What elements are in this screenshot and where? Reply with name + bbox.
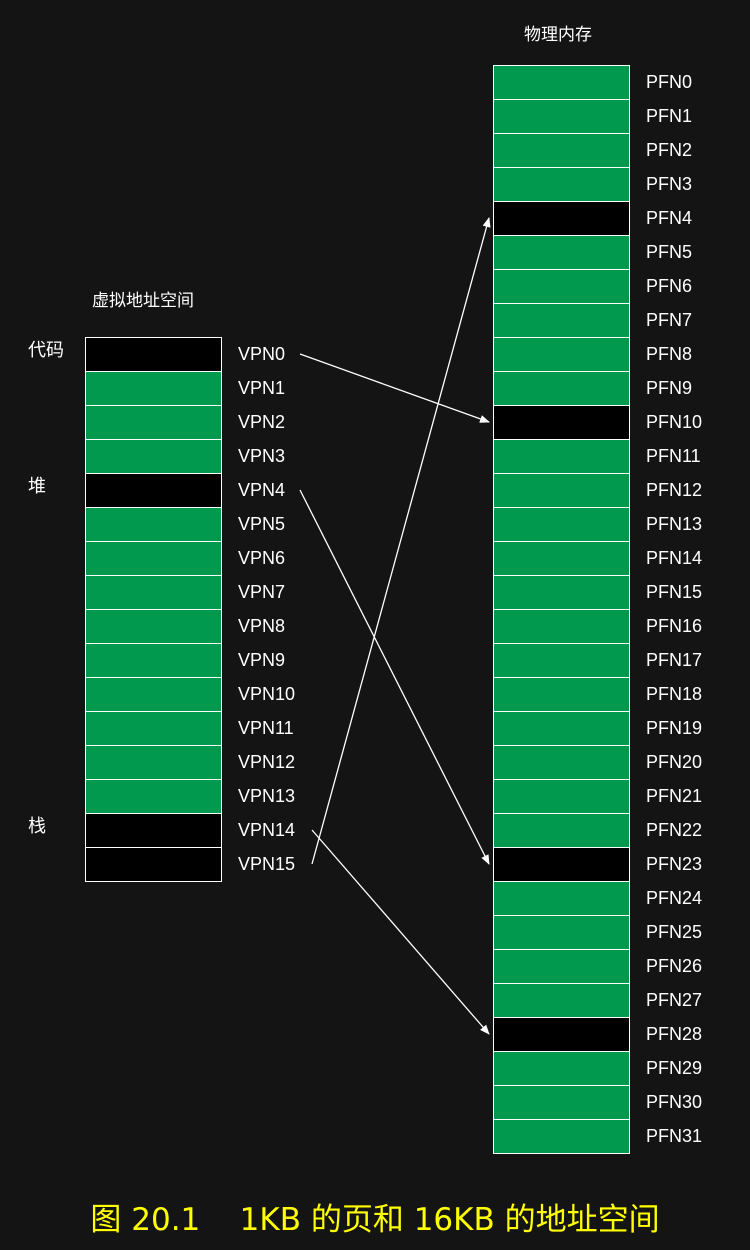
physical-frame-29 xyxy=(493,1051,630,1086)
pfn-label: PFN29 xyxy=(646,1058,703,1078)
pfn-label: PFN10 xyxy=(646,412,703,432)
segment-label: 代码 xyxy=(28,340,64,361)
pfn-label: PFN22 xyxy=(646,820,703,840)
pfn-label: PFN15 xyxy=(646,582,703,602)
vpn-label: VPN1 xyxy=(238,378,286,398)
pfn-label: PFN28 xyxy=(646,1024,703,1044)
physical-frame-2 xyxy=(493,133,630,168)
pfn-label: PFN5 xyxy=(646,242,693,262)
virtual-page-1 xyxy=(85,371,222,406)
virtual-page-8 xyxy=(85,609,222,644)
physical-frame-6 xyxy=(493,269,630,304)
physical-frame-21 xyxy=(493,779,630,814)
vpn-label: VPN7 xyxy=(238,582,286,602)
vpn-label: VPN2 xyxy=(238,412,286,432)
vpn-label: VPN14 xyxy=(238,820,296,840)
physical-frame-4 xyxy=(493,201,630,236)
physical-memory-title: 物理内存 xyxy=(524,25,592,45)
pfn-label: PFN25 xyxy=(646,922,703,942)
pfn-label: PFN26 xyxy=(646,956,703,976)
physical-frame-20 xyxy=(493,745,630,780)
mapping-arrow-vpn0-pfn10 xyxy=(299,353,490,423)
pfn-label: PFN23 xyxy=(646,854,703,874)
physical-frame-26 xyxy=(493,949,630,984)
mapping-arrow-vpn14-pfn28 xyxy=(311,829,490,1035)
pfn-label: PFN13 xyxy=(646,514,703,534)
pfn-label: PFN1 xyxy=(646,106,693,126)
pfn-label: PFN3 xyxy=(646,174,693,194)
pfn-label: PFN9 xyxy=(646,378,693,398)
pfn-label: PFN12 xyxy=(646,480,703,500)
mapping-arrow-vpn4-pfn23 xyxy=(299,489,490,865)
virtual-page-14 xyxy=(85,813,222,848)
pfn-label: PFN27 xyxy=(646,990,703,1010)
pfn-label: PFN4 xyxy=(646,208,693,228)
physical-frame-25 xyxy=(493,915,630,950)
pfn-label: PFN17 xyxy=(646,650,703,670)
pfn-label: PFN0 xyxy=(646,72,693,92)
physical-frame-14 xyxy=(493,541,630,576)
vpn-label: VPN0 xyxy=(238,344,286,364)
pfn-label: PFN19 xyxy=(646,718,703,738)
virtual-space-title: 虚拟地址空间 xyxy=(92,291,194,311)
pfn-label: PFN8 xyxy=(646,344,693,364)
pfn-label: PFN7 xyxy=(646,310,693,330)
virtual-address-space-column xyxy=(85,337,222,882)
pfn-label: PFN18 xyxy=(646,684,703,704)
pfn-label: PFN16 xyxy=(646,616,703,636)
vpn-label: VPN15 xyxy=(238,854,296,874)
virtual-page-2 xyxy=(85,405,222,440)
virtual-page-6 xyxy=(85,541,222,576)
vpn-label: VPN5 xyxy=(238,514,286,534)
physical-frame-8 xyxy=(493,337,630,372)
vpn-label: VPN9 xyxy=(238,650,286,670)
vpn-label: VPN6 xyxy=(238,548,286,568)
virtual-page-11 xyxy=(85,711,222,746)
pfn-label: PFN30 xyxy=(646,1092,703,1112)
virtual-page-15 xyxy=(85,847,222,882)
pfn-label: PFN2 xyxy=(646,140,693,160)
mapping-arrow-vpn15-pfn4 xyxy=(311,217,491,865)
virtual-page-9 xyxy=(85,643,222,678)
pfn-label: PFN21 xyxy=(646,786,703,806)
figure-caption: 图 20.1 1KB 的页和 16KB 的地址空间 xyxy=(90,1202,660,1238)
vpn-label: VPN4 xyxy=(238,480,286,500)
physical-frame-23 xyxy=(493,847,630,882)
pfn-label: PFN31 xyxy=(646,1126,703,1146)
vpn-label: VPN8 xyxy=(238,616,286,636)
pfn-label: PFN11 xyxy=(646,446,701,466)
physical-frame-30 xyxy=(493,1085,630,1120)
physical-frame-31 xyxy=(493,1119,630,1154)
vpn-label: VPN11 xyxy=(238,718,294,738)
pfn-label: PFN14 xyxy=(646,548,703,568)
pfn-label: PFN24 xyxy=(646,888,703,908)
segment-label: 堆 xyxy=(28,476,46,497)
vpn-label: VPN12 xyxy=(238,752,296,772)
vpn-label: VPN3 xyxy=(238,446,286,466)
vpn-label: VPN10 xyxy=(238,684,296,704)
physical-memory-column xyxy=(493,65,630,1154)
pfn-label: PFN6 xyxy=(646,276,693,296)
virtual-page-0 xyxy=(85,337,222,372)
pfn-label: PFN20 xyxy=(646,752,703,772)
segment-label: 栈 xyxy=(28,816,46,837)
vpn-label: VPN13 xyxy=(238,786,296,806)
virtual-page-13 xyxy=(85,779,222,814)
